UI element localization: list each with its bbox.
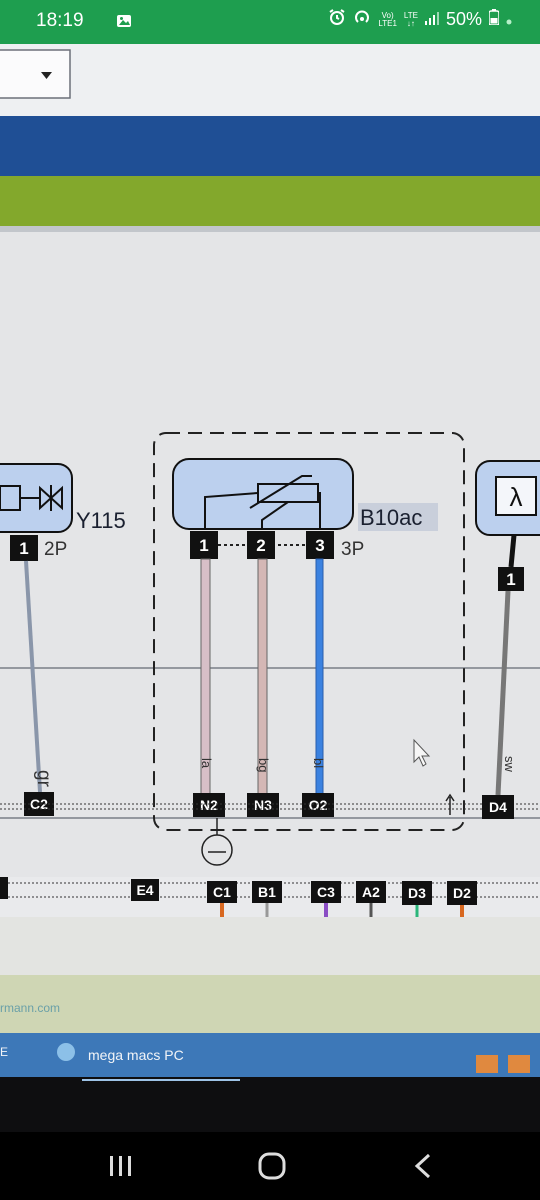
mega-macs-app-icon[interactable]	[57, 1043, 75, 1061]
notification-dot-icon	[506, 9, 512, 30]
taskbar-app-label[interactable]: mega macs PC	[88, 1047, 184, 1063]
b10ac-boundary	[153, 432, 465, 831]
b10ac-component	[172, 458, 354, 530]
connector-d3: D3	[408, 885, 426, 901]
wire-sw-label: sw	[502, 756, 517, 773]
y115-pin-count: 2P	[44, 539, 67, 560]
gallery-notification-icon	[116, 13, 132, 34]
mouse-cursor-icon	[413, 738, 431, 767]
header-blue-bar	[0, 116, 540, 176]
hotspot-icon	[353, 8, 371, 31]
y115-wire	[24, 560, 42, 793]
y115-pin: 1	[19, 539, 28, 558]
connector-n3: N3	[254, 797, 272, 813]
connector-o2: O2	[309, 797, 328, 813]
tray-icon-1[interactable]	[476, 1055, 498, 1073]
b10ac-pin-3: 3	[315, 536, 324, 555]
y115-pin-box	[10, 535, 38, 561]
lambda-pin: 1	[506, 570, 515, 589]
connector-n2: N2	[200, 797, 218, 813]
status-time: 18:19	[36, 10, 84, 31]
website-link-text: rmann.com	[0, 1001, 61, 1015]
connector-c3: C3	[317, 884, 335, 900]
valve-icon	[39, 485, 63, 511]
wire-bl-label: bl	[311, 758, 326, 768]
signal-icon	[424, 9, 439, 30]
connector-a2: A2	[362, 884, 380, 900]
status-icons: Vo) LTE1 LTE ↓↑ 50%	[328, 8, 512, 31]
lambda-sensor	[475, 460, 540, 536]
photo-of-monitor: Y115 1 2P gr C2 B10ac 3P 1 2 3 la	[0, 44, 540, 1132]
wire-bg-label: bg	[256, 758, 271, 772]
recent-apps-icon[interactable]	[108, 1154, 134, 1183]
taskbar-e-label: E	[0, 1045, 9, 1059]
resize-arrow-icon	[445, 793, 455, 815]
lte-label: LTE	[403, 10, 418, 20]
b10ac-pin-1: 1	[199, 536, 208, 555]
alarm-icon	[328, 8, 346, 31]
connector-d2: D2	[453, 885, 471, 901]
home-icon[interactable]	[258, 1152, 286, 1185]
connector-e4: E4	[136, 882, 153, 898]
wire-sw	[495, 590, 511, 796]
chevron-down-icon[interactable]	[41, 72, 52, 79]
battery-percent: 50%	[445, 9, 482, 29]
wire-la-label: la	[199, 758, 214, 769]
header-green-bar	[0, 176, 540, 226]
taskbar	[0, 1033, 540, 1077]
y115-wire-color: gr	[33, 770, 54, 788]
dropdown-select[interactable]	[0, 49, 71, 99]
back-icon[interactable]	[412, 1152, 434, 1185]
b10ac-pin-2: 2	[256, 536, 265, 555]
lte1-label: LTE1	[378, 18, 397, 28]
b10ac-pin-count: 3P	[341, 539, 364, 560]
tray-icon-2[interactable]	[508, 1055, 530, 1073]
android-nav-bar	[0, 1132, 540, 1200]
connector-c2: C2	[30, 796, 48, 812]
b10ac-label: B10ac	[360, 505, 422, 530]
lte-indicator: LTE ↓↑	[403, 10, 418, 28]
status-bar: 18:19 Vo) LTE1 LTE ↓↑ 50%	[0, 0, 540, 44]
battery-icon	[488, 9, 500, 30]
connector-b1: B1	[258, 884, 276, 900]
y115-label: Y115	[76, 508, 126, 533]
y115-component	[0, 463, 73, 533]
lambda-icon: λ	[510, 482, 523, 512]
connector-d4: D4	[489, 799, 507, 815]
volte-label: Vo)	[381, 10, 394, 20]
network-indicator: Vo) LTE1	[378, 10, 397, 28]
connector-c1: C1	[213, 884, 231, 900]
